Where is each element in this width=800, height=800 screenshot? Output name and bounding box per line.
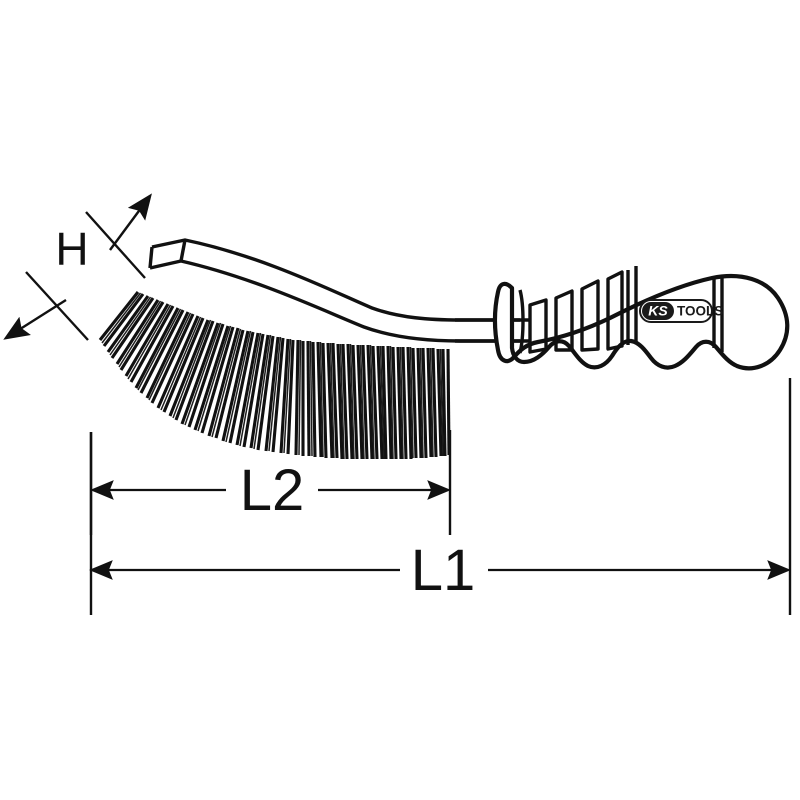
dimension-l1: L1 bbox=[89, 378, 792, 615]
ks-tools-logo: KS TOOLS bbox=[639, 299, 723, 323]
handle-ventilation-ribs bbox=[528, 270, 624, 354]
brush-bristles bbox=[98, 291, 451, 460]
handle-collar bbox=[518, 289, 525, 354]
brush-head-backing bbox=[148, 238, 520, 343]
logo-badge-text: KS bbox=[648, 303, 668, 319]
handle-panel-lines bbox=[626, 266, 724, 352]
logo-word-text: TOOLS bbox=[677, 304, 723, 319]
dimension-h-label: H bbox=[55, 223, 88, 275]
dimension-l1-label: L1 bbox=[411, 538, 476, 603]
logo-badge bbox=[642, 302, 674, 320]
dimension-l2-label: L2 bbox=[240, 458, 305, 523]
dimension-h-arrows bbox=[3, 193, 152, 340]
dimension-h: H bbox=[3, 193, 152, 341]
brush-shaft bbox=[455, 318, 530, 343]
